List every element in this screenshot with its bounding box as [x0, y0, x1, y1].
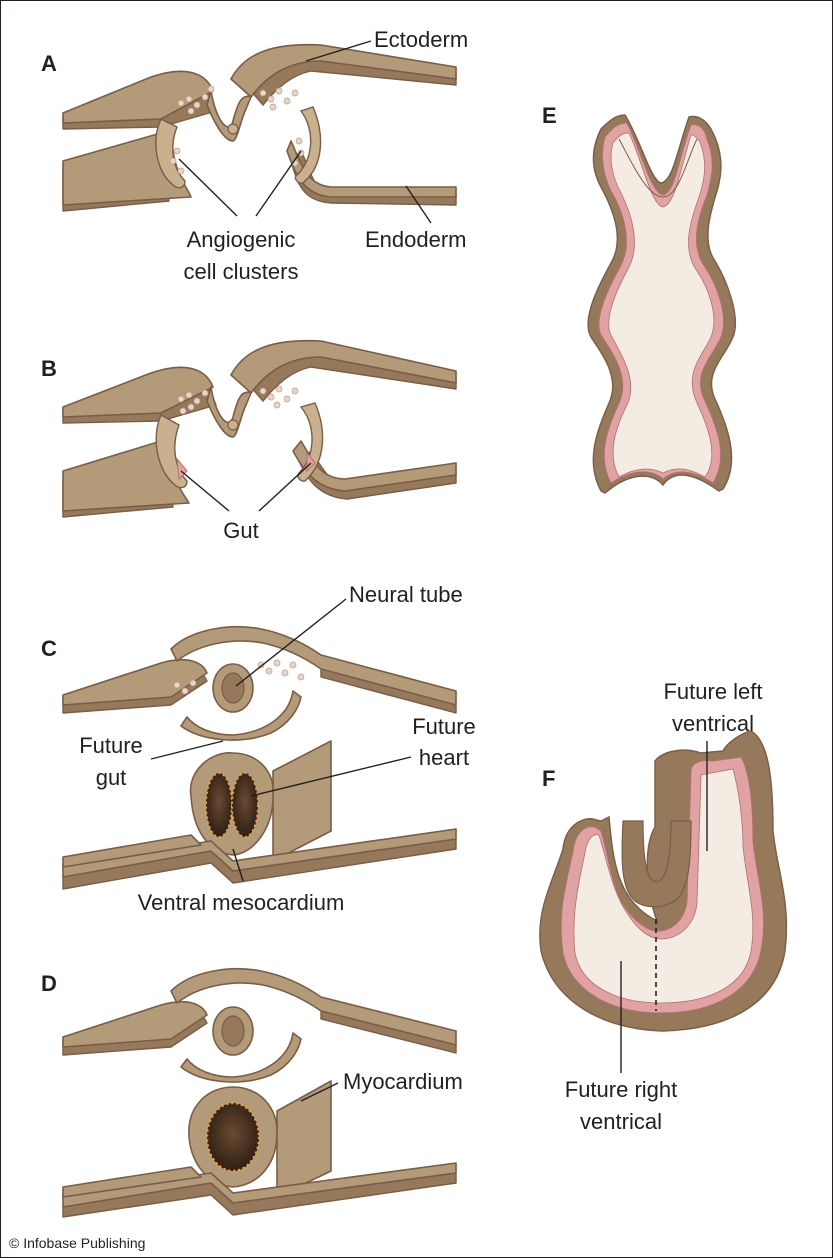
label-endoderm: Endoderm: [365, 227, 467, 252]
label-ventral-mesocardium: Ventral mesocardium: [138, 890, 345, 915]
panel-label-e: E: [542, 103, 557, 128]
panel-label-b: B: [41, 356, 57, 381]
label-future-left-line1: Future left: [663, 679, 762, 704]
panel-a-illustration: [63, 45, 456, 211]
label-angiogenic-line1: Angiogenic: [187, 227, 296, 252]
label-future-right-line2: ventrical: [580, 1109, 662, 1134]
label-ectoderm: Ectoderm: [374, 27, 468, 52]
label-future-gut-line1: Future: [79, 733, 143, 758]
panel-f-illustration: [540, 731, 787, 1031]
label-future-heart-line2: heart: [419, 745, 469, 770]
label-future-heart-line1: Future: [412, 714, 476, 739]
label-neural-tube: Neural tube: [349, 582, 463, 607]
panel-label-a: A: [41, 51, 57, 76]
copyright-credit: © Infobase Publishing: [9, 1235, 145, 1251]
panel-label-d: D: [41, 971, 57, 996]
label-future-gut-line2: gut: [96, 765, 127, 790]
panel-b-illustration: [63, 341, 456, 517]
label-angiogenic-line2: cell clusters: [184, 259, 299, 284]
panel-label-f: F: [542, 766, 555, 791]
label-gut: Gut: [223, 518, 258, 543]
label-myocardium: Myocardium: [343, 1069, 463, 1094]
label-future-left-line2: ventrical: [672, 711, 754, 736]
panel-e-illustration: [588, 115, 735, 493]
label-future-right-line1: Future right: [565, 1077, 678, 1102]
panel-label-c: C: [41, 636, 57, 661]
